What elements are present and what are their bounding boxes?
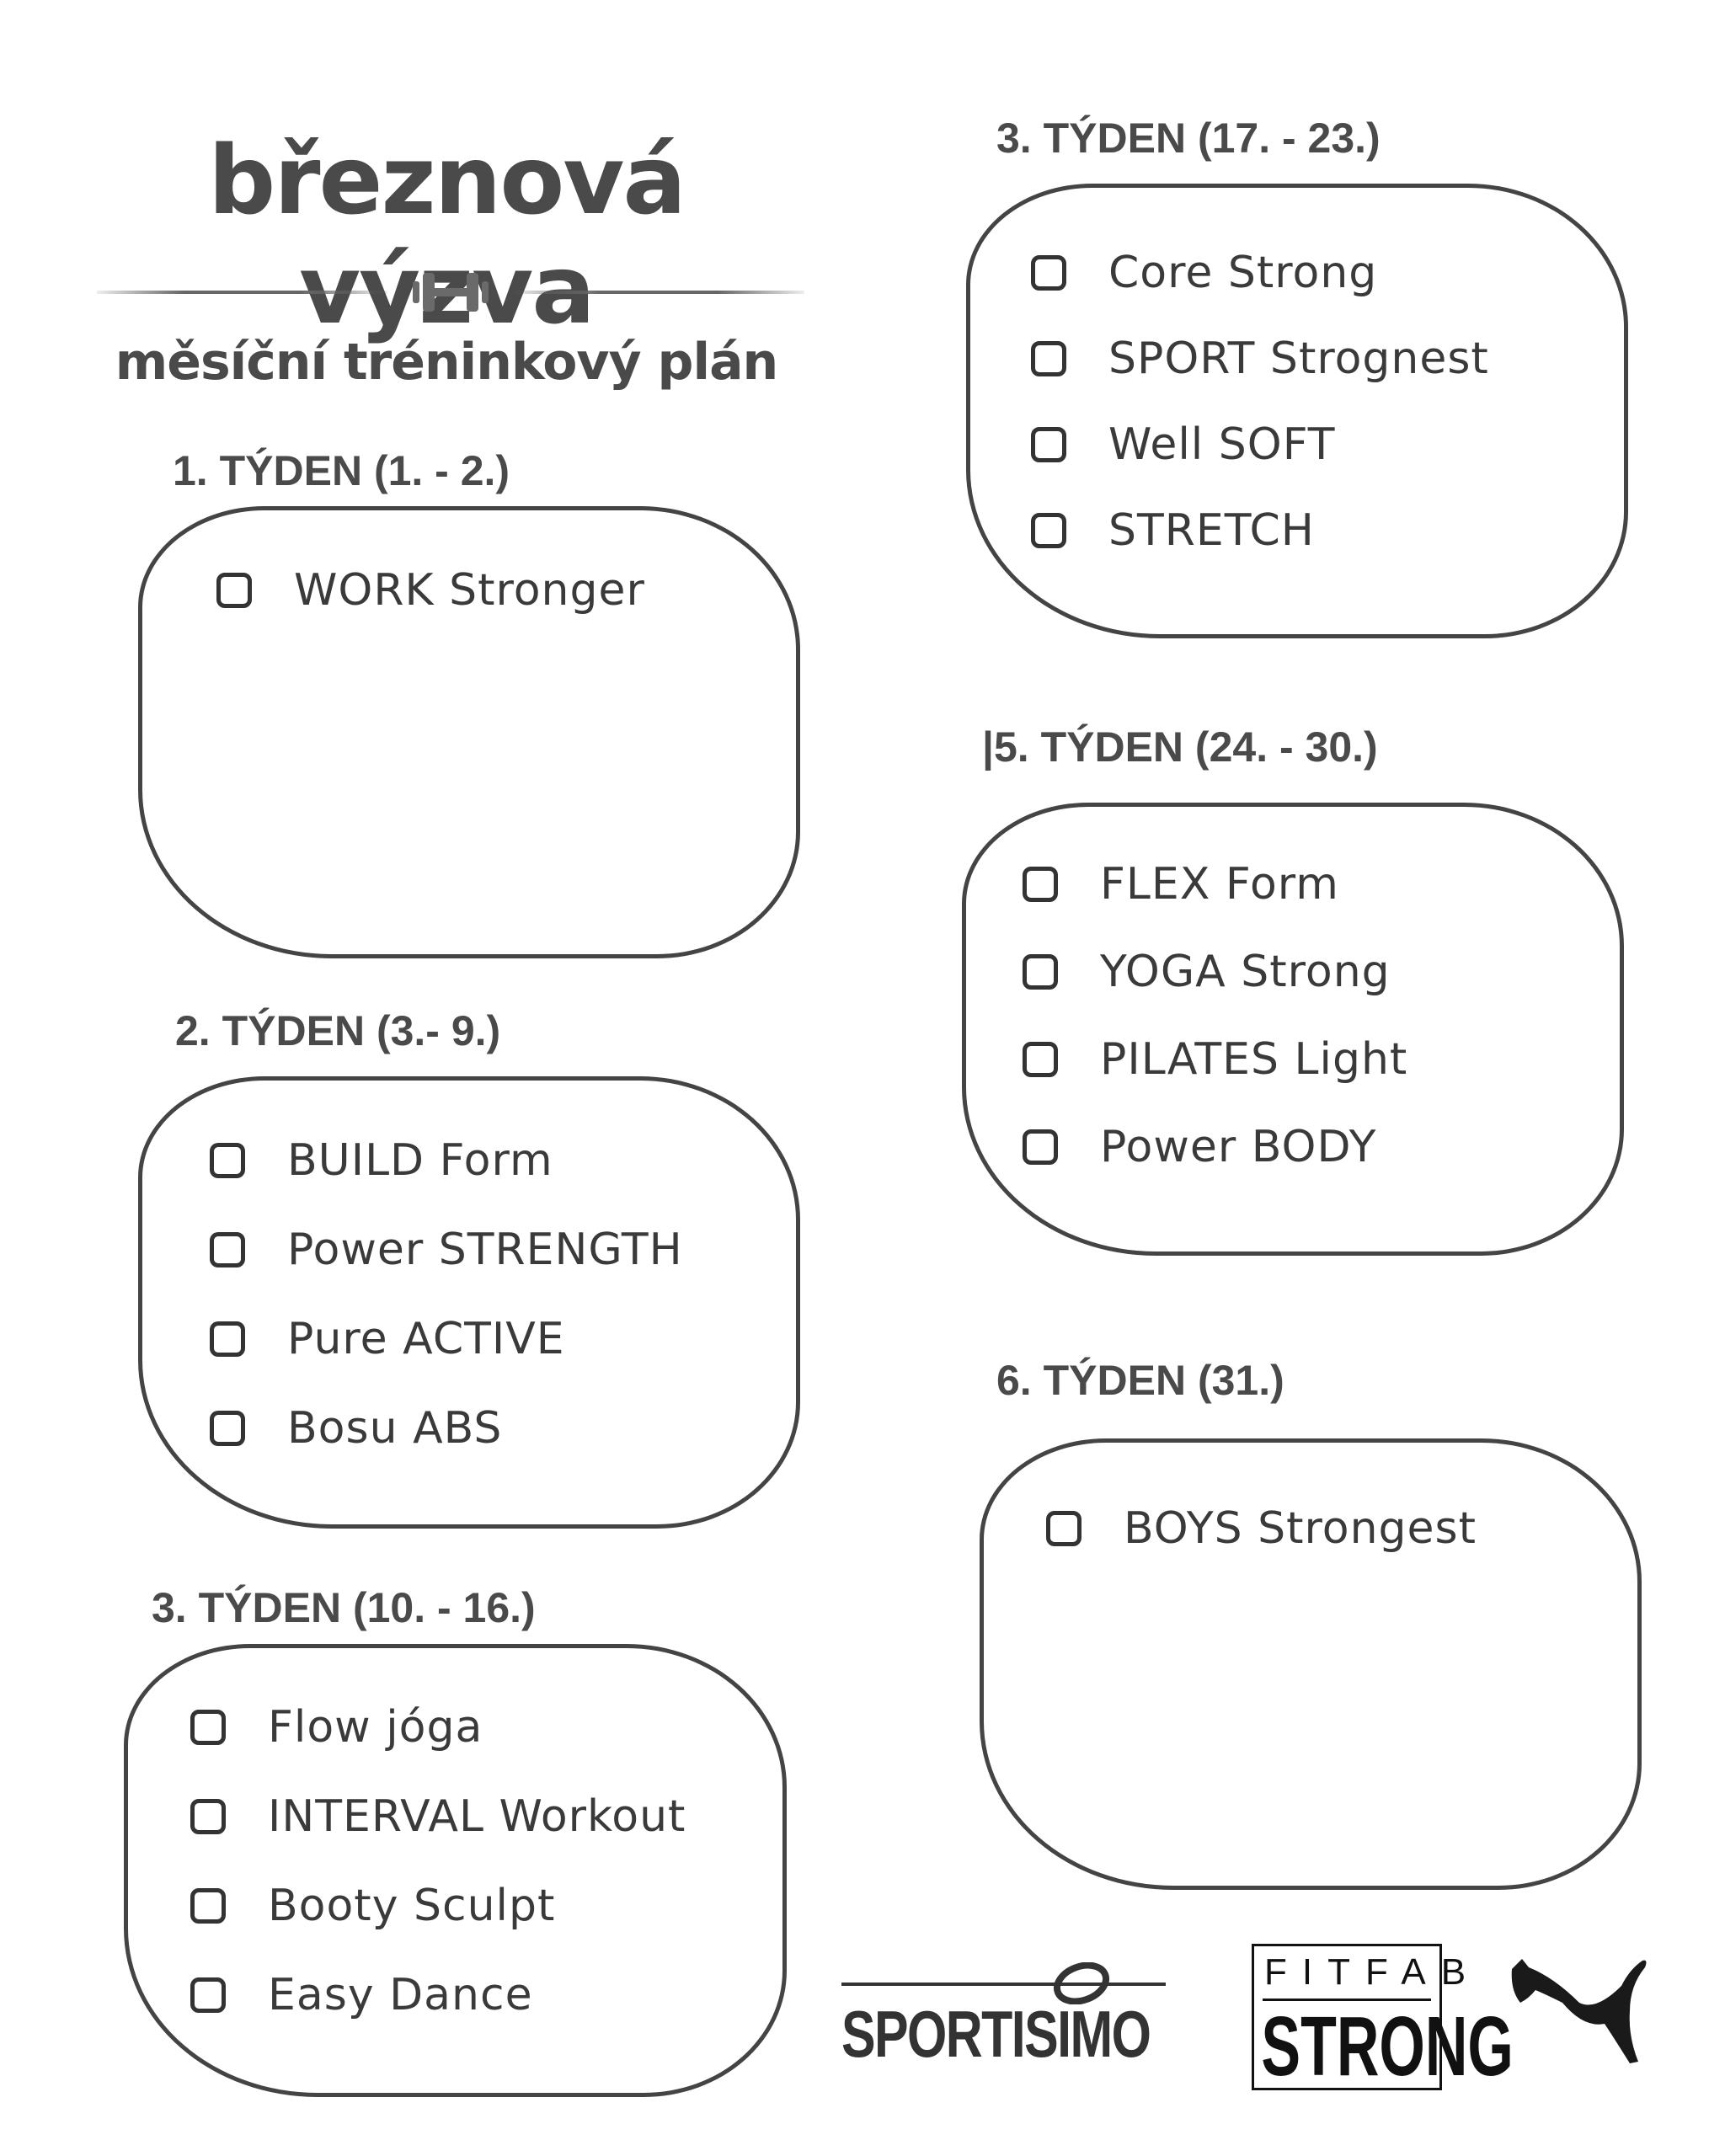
week-box	[966, 184, 1628, 638]
week-box	[980, 1438, 1642, 1890]
checkbox[interactable]	[1031, 341, 1066, 376]
checklist-item[interactable]: FLEX Form	[1023, 859, 1339, 910]
checklist-item-label: FLEX Form	[1100, 859, 1339, 910]
checklist-item[interactable]: Easy Dance	[190, 1970, 533, 2020]
checklist-item[interactable]: BUILD Form	[210, 1135, 553, 1186]
checklist-item[interactable]: STRETCH	[1031, 505, 1315, 556]
fitfab-strong-logo: FITFAB STRONG	[1252, 1944, 1514, 2094]
checklist-item-label: STRETCH	[1108, 505, 1315, 556]
checklist-item-label: Easy Dance	[268, 1970, 533, 2020]
checkbox[interactable]	[1046, 1511, 1081, 1546]
checklist-item[interactable]: SPORT Strognest	[1031, 334, 1489, 384]
checklist-item-label: Bosu ABS	[287, 1403, 503, 1454]
checklist-item[interactable]: Bosu ABS	[210, 1403, 502, 1454]
week-box	[138, 1076, 800, 1529]
week-box	[962, 803, 1624, 1256]
week-heading: |5. TÝDEN (24. - 30.)	[982, 723, 1378, 771]
checklist-item-label: BOYS Strongest	[1124, 1503, 1477, 1554]
checklist-item-label: SPORT Strognest	[1108, 334, 1489, 384]
checkbox[interactable]	[210, 1232, 245, 1267]
checklist-item-label: WORK Stronger	[294, 565, 645, 616]
checklist-item-label: INTERVAL Workout	[268, 1791, 686, 1842]
week-heading: 6. TÝDEN (31.)	[996, 1357, 1284, 1404]
week-box	[124, 1644, 787, 2097]
checklist-item-label: Pure ACTIVE	[287, 1314, 565, 1364]
checklist-item-label: Power BODY	[1100, 1122, 1377, 1172]
week-heading: 3. TÝDEN (10. - 16.)	[152, 1584, 536, 1631]
checkbox[interactable]	[210, 1411, 245, 1446]
checklist-item-label: PILATES Light	[1100, 1034, 1408, 1085]
divider-right	[514, 291, 804, 294]
checklist-item[interactable]: Booty Sculpt	[190, 1881, 555, 1931]
checklist-item[interactable]: PILATES Light	[1023, 1034, 1407, 1085]
checklist-item-label: BUILD Form	[287, 1135, 553, 1186]
page-subtitle: měsíční tréninkový plán	[115, 333, 779, 392]
checkbox[interactable]	[1023, 954, 1058, 990]
divider-left	[97, 291, 387, 294]
dumbbell-icon	[413, 273, 489, 312]
checkbox[interactable]	[1023, 867, 1058, 902]
checkbox[interactable]	[1031, 427, 1066, 462]
checklist-item[interactable]: Pure ACTIVE	[210, 1314, 565, 1364]
checkbox[interactable]	[1023, 1129, 1058, 1165]
checklist-item[interactable]: INTERVAL Workout	[190, 1791, 686, 1842]
week-heading: 1. TÝDEN (1. - 2.)	[173, 447, 510, 494]
checkbox[interactable]	[1023, 1042, 1058, 1077]
checklist-item[interactable]: BOYS Strongest	[1046, 1503, 1477, 1554]
checklist-item-label: Well SOFT	[1108, 419, 1336, 470]
checklist-item-label: Booty Sculpt	[268, 1881, 556, 1931]
checklist-item[interactable]: Power BODY	[1023, 1122, 1376, 1172]
sportisimo-logo: SPORTISIMO	[841, 1962, 1170, 2071]
checkbox[interactable]	[190, 1977, 226, 2013]
checklist-item[interactable]: YOGA Strong	[1023, 947, 1391, 997]
checklist-item-label: Power STRENGTH	[287, 1225, 683, 1275]
checklist-item[interactable]: Well SOFT	[1031, 419, 1335, 470]
week-heading: 2. TÝDEN (3.- 9.)	[175, 1007, 501, 1054]
checkbox[interactable]	[210, 1143, 245, 1178]
checkbox[interactable]	[1031, 255, 1066, 291]
puma-logo	[1511, 1959, 1647, 2063]
checkbox[interactable]	[190, 1710, 226, 1745]
checkbox[interactable]	[216, 573, 252, 608]
checklist-item[interactable]: Core Strong	[1031, 248, 1377, 298]
checkbox[interactable]	[190, 1888, 226, 1924]
checkbox[interactable]	[210, 1321, 245, 1357]
checklist-item[interactable]: Flow jóga	[190, 1702, 483, 1753]
checkbox[interactable]	[190, 1799, 226, 1834]
week-box	[138, 506, 800, 958]
week-heading: 3. TÝDEN (17. - 23.)	[996, 115, 1381, 162]
checklist-item[interactable]: Power STRENGTH	[210, 1225, 683, 1275]
checklist-item-label: Core Strong	[1108, 248, 1378, 298]
checklist-item-label: Flow jóga	[268, 1702, 483, 1753]
sportisimo-ball-icon	[1053, 1962, 1110, 2004]
checklist-item-label: YOGA Strong	[1100, 947, 1391, 997]
checkbox[interactable]	[1031, 513, 1066, 548]
checklist-item[interactable]: WORK Stronger	[216, 565, 645, 616]
